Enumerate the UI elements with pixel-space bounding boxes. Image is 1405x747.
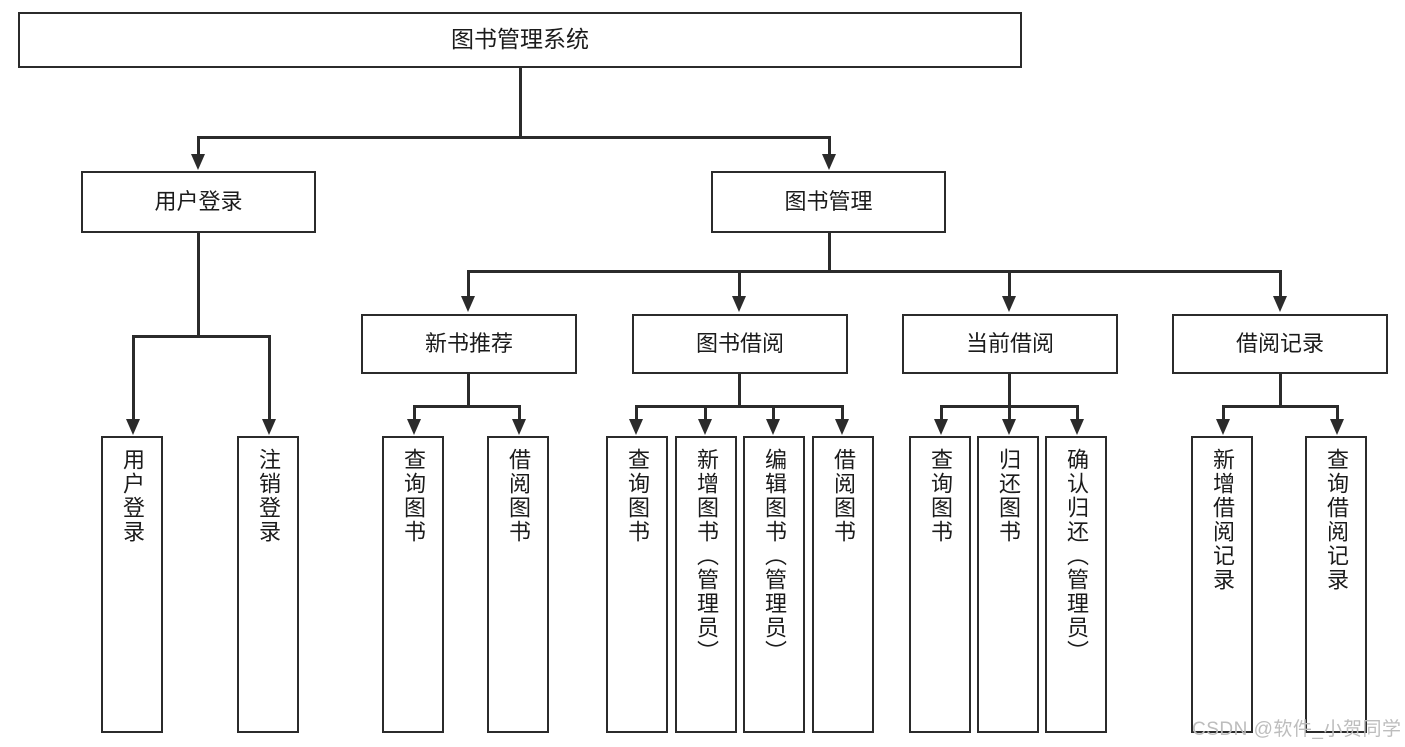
arrow-to-new-book-rec xyxy=(461,296,475,312)
node-leaf-10-label: 归还图书 xyxy=(996,448,1021,544)
edge-new-book-rec-bar xyxy=(413,405,521,408)
edge-book-borrow-to-leaf-7 xyxy=(772,405,775,421)
node-leaf-5-label: 查询图书 xyxy=(625,448,650,544)
edge-book-manage-bar xyxy=(467,270,1281,273)
node-leaf-3[interactable]: 查询图书 xyxy=(382,436,444,733)
edge-borrow-record-bar xyxy=(1222,405,1339,408)
node-leaf-4-label: 借阅图书 xyxy=(506,448,531,544)
arrow-to-book-manage xyxy=(822,154,836,170)
node-user-login[interactable]: 用户登录 xyxy=(81,171,316,233)
edge-book-manage-to-book-borrow xyxy=(738,270,741,298)
edge-book-borrow-bar xyxy=(635,405,843,408)
edge-root-stem xyxy=(519,68,522,138)
arrow-to-leaf-8 xyxy=(835,419,849,435)
arrow-to-leaf-1 xyxy=(126,419,140,435)
arrow-to-leaf-5 xyxy=(629,419,643,435)
arrow-to-leaf-2 xyxy=(262,419,276,435)
node-leaf-11[interactable]: 确认归还（管理员） xyxy=(1045,436,1107,733)
node-leaf-2-label: 注销登录 xyxy=(256,448,281,544)
edge-current-borrow-to-leaf-11 xyxy=(1076,405,1079,421)
edge-new-book-rec-to-leaf-3 xyxy=(413,405,416,421)
edge-book-borrow-to-leaf-8 xyxy=(841,405,844,421)
edge-borrow-record-to-leaf-13 xyxy=(1336,405,1339,421)
arrow-to-leaf-4 xyxy=(512,419,526,435)
arrow-to-leaf-7 xyxy=(766,419,780,435)
arrow-to-leaf-3 xyxy=(407,419,421,435)
node-leaf-2[interactable]: 注销登录 xyxy=(237,436,299,733)
edge-book-manage-to-new-book-rec xyxy=(467,270,470,298)
node-leaf-9-label: 查询图书 xyxy=(928,448,953,544)
arrow-to-current-borrow xyxy=(1002,296,1016,312)
arrow-to-leaf-9 xyxy=(934,419,948,435)
node-book-borrow[interactable]: 图书借阅 xyxy=(632,314,848,374)
node-root-label: 图书管理系统 xyxy=(451,26,589,53)
edge-new-book-rec-to-leaf-4 xyxy=(518,405,521,421)
node-leaf-7-label: 编辑图书（管理员） xyxy=(762,448,787,664)
edge-new-book-rec-stem xyxy=(467,374,470,407)
node-leaf-13-label: 查询借阅记录 xyxy=(1324,448,1349,592)
node-leaf-1-label: 用户登录 xyxy=(120,448,145,544)
node-leaf-11-label: 确认归还（管理员） xyxy=(1064,448,1089,664)
node-leaf-5[interactable]: 查询图书 xyxy=(606,436,668,733)
node-leaf-12-label: 新增借阅记录 xyxy=(1210,448,1235,592)
node-user-login-label: 用户登录 xyxy=(154,189,243,215)
edge-book-manage-to-current-borrow xyxy=(1008,270,1011,298)
edge-user-login-bar xyxy=(132,335,270,338)
node-book-manage-label: 图书管理 xyxy=(784,189,873,215)
node-leaf-7[interactable]: 编辑图书（管理员） xyxy=(743,436,805,733)
edge-borrow-record-to-leaf-12 xyxy=(1222,405,1225,421)
node-leaf-6[interactable]: 新增图书（管理员） xyxy=(675,436,737,733)
edge-root-bar xyxy=(197,136,830,139)
node-leaf-8[interactable]: 借阅图书 xyxy=(812,436,874,733)
node-leaf-9[interactable]: 查询图书 xyxy=(909,436,971,733)
node-leaf-13[interactable]: 查询借阅记录 xyxy=(1305,436,1367,733)
node-current-borrow[interactable]: 当前借阅 xyxy=(902,314,1118,374)
node-new-book-rec[interactable]: 新书推荐 xyxy=(361,314,577,374)
arrow-to-user-login xyxy=(191,154,205,170)
edge-current-borrow-to-leaf-10 xyxy=(1008,405,1011,421)
edge-user-login-to-leaf-1 xyxy=(132,335,135,421)
edge-current-borrow-to-leaf-9 xyxy=(940,405,943,421)
node-book-borrow-label: 图书借阅 xyxy=(695,331,784,357)
edge-book-borrow-stem xyxy=(738,374,741,407)
arrow-to-leaf-6 xyxy=(698,419,712,435)
node-borrow-record[interactable]: 借阅记录 xyxy=(1172,314,1388,374)
arrow-to-borrow-record xyxy=(1273,296,1287,312)
arrow-to-leaf-10 xyxy=(1002,419,1016,435)
node-root[interactable]: 图书管理系统 xyxy=(18,12,1022,68)
node-leaf-1[interactable]: 用户登录 xyxy=(101,436,163,733)
node-book-manage[interactable]: 图书管理 xyxy=(711,171,946,233)
node-new-book-rec-label: 新书推荐 xyxy=(424,331,513,357)
node-borrow-record-label: 借阅记录 xyxy=(1235,331,1324,357)
edge-root-to-book-manage xyxy=(828,136,831,158)
node-current-borrow-label: 当前借阅 xyxy=(965,331,1054,357)
arrow-to-leaf-13 xyxy=(1330,419,1344,435)
edge-root-to-user-login xyxy=(197,136,200,158)
node-leaf-12[interactable]: 新增借阅记录 xyxy=(1191,436,1253,733)
arrow-to-leaf-11 xyxy=(1070,419,1084,435)
node-leaf-6-label: 新增图书（管理员） xyxy=(694,448,719,664)
node-leaf-10[interactable]: 归还图书 xyxy=(977,436,1039,733)
node-leaf-8-label: 借阅图书 xyxy=(831,448,856,544)
arrow-to-book-borrow xyxy=(732,296,746,312)
edge-user-login-to-leaf-2 xyxy=(268,335,271,421)
arrow-to-leaf-12 xyxy=(1216,419,1230,435)
edge-book-manage-stem xyxy=(828,233,831,272)
edge-borrow-record-stem xyxy=(1279,374,1282,407)
edge-book-borrow-to-leaf-6 xyxy=(704,405,707,421)
node-leaf-4[interactable]: 借阅图书 xyxy=(487,436,549,733)
edge-current-borrow-stem xyxy=(1008,374,1011,407)
edge-user-login-stem xyxy=(197,233,200,337)
node-leaf-3-label: 查询图书 xyxy=(401,448,426,544)
edge-book-borrow-to-leaf-5 xyxy=(635,405,638,421)
edge-book-manage-to-borrow-record xyxy=(1279,270,1282,298)
